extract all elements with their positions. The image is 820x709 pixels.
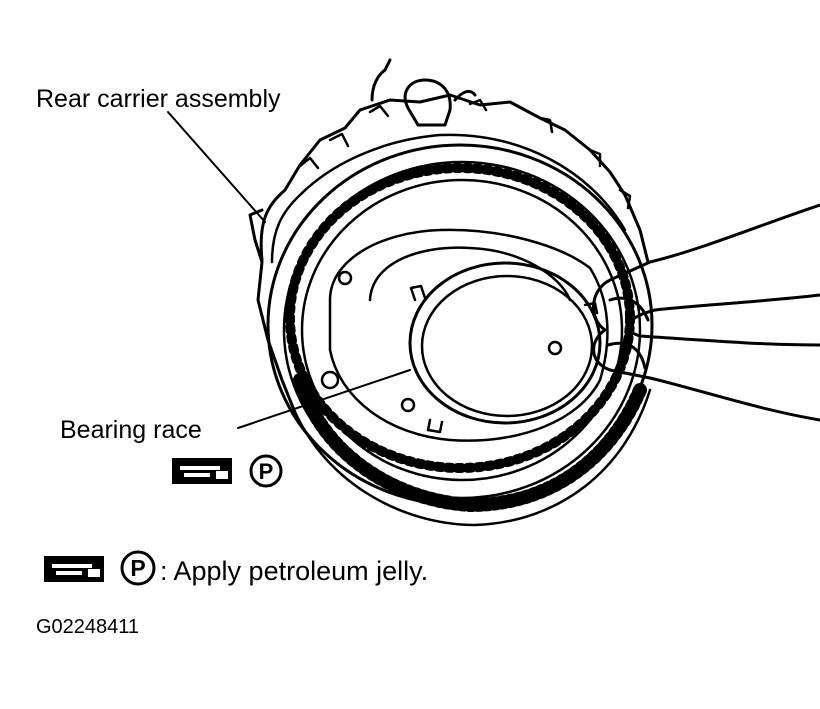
figure-code: G02248411 [36,616,140,638]
p-circle-icon: P [120,550,156,586]
carrier-housing-left [248,208,300,422]
plate-hole-2 [547,340,563,356]
hub-ring [368,246,572,302]
petroleum-jelly-brush-icon [44,556,104,582]
carrier-housing-inner [270,133,627,264]
bearing-race-outer [408,261,602,425]
legend-symbol-group: P [44,550,156,586]
carrier-plate [328,228,609,442]
bearing-race-inner [420,274,594,418]
p-letter: P [130,555,145,581]
legend-text: : Apply petroleum jelly. [160,556,429,586]
race-symbol-group: P [172,454,283,488]
spline-band [285,163,635,473]
leader-line-bearing-race [237,369,411,429]
leader-line-rear-carrier [167,111,266,223]
carrier-housing-outline [259,93,650,264]
housing-notches [298,98,632,210]
p-letter: P [259,459,274,484]
p-circle-icon: P [249,454,283,488]
plate-hole-4 [320,370,340,390]
petroleum-jelly-brush-icon [172,458,232,484]
plate-hole-3 [400,397,416,413]
spline-band-inner [300,178,624,482]
race-tab-2 [426,418,444,434]
label-rear-carrier-assembly: Rear carrier assembly [36,85,281,113]
top-finger [370,58,452,127]
hand-outline [592,203,820,422]
plate-hole-1 [337,270,353,286]
label-bearing-race: Bearing race [60,416,202,444]
race-tab-1 [409,284,427,302]
helical-gear-outer [288,388,652,527]
helical-gear-arc [293,373,647,512]
